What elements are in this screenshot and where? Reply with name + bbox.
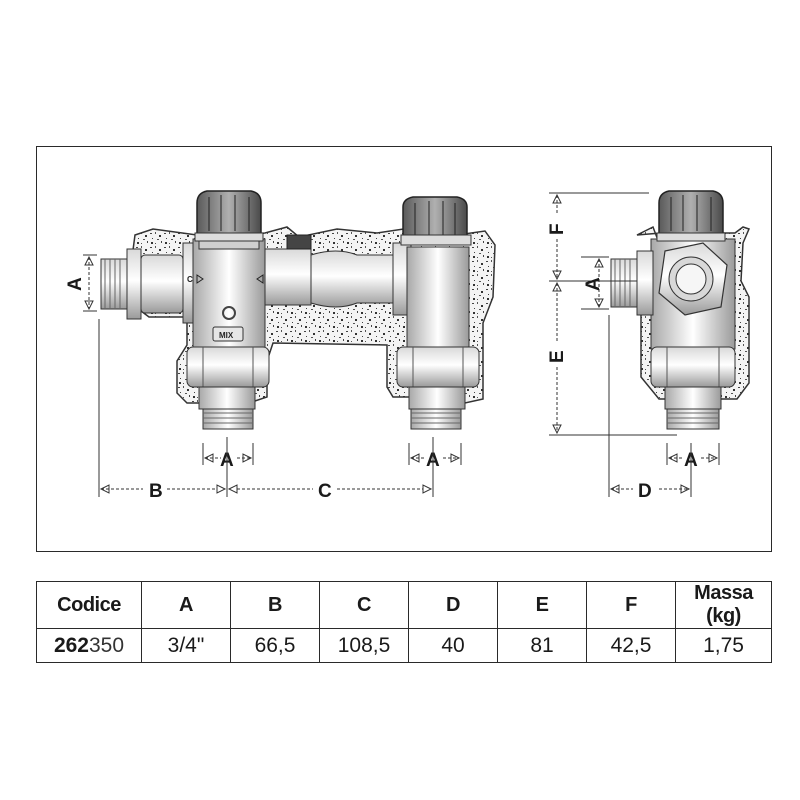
dim-b-c: B C (98, 319, 434, 502)
cell-f: 42,5 (586, 628, 676, 663)
dim-a-bottom-left: A (202, 443, 254, 471)
code-prefix: 262 (53, 633, 89, 657)
cell-a: 3/4" (141, 628, 231, 663)
dim-a-left-label: A (65, 277, 86, 291)
drawing-svg: C H MIX (65, 190, 751, 502)
left-valve-knob (196, 190, 262, 236)
mix-mark: MIX (219, 331, 234, 340)
header-c: C (319, 581, 409, 629)
c-mark: C (187, 275, 193, 284)
header-massa: Massa (kg) (675, 581, 772, 629)
dim-c-label: C (318, 481, 332, 502)
header-f: F (586, 581, 676, 629)
spec-table-header-row: Codice A B C D E F Massa (kg) (36, 581, 772, 629)
code-suffix: 350 (89, 633, 125, 657)
side-view: F E A (547, 190, 751, 502)
left-inlet-fitting (100, 242, 198, 324)
header-codice: Codice (36, 581, 142, 629)
dim-a-side: A (581, 256, 609, 310)
dim-a-side-label: A (583, 277, 604, 291)
dim-a-left: A (65, 254, 97, 312)
technical-drawing: C H MIX (36, 146, 772, 552)
dim-d: D (608, 315, 692, 502)
bottom-left-outlet (186, 346, 270, 430)
right-valve-knob (402, 196, 468, 238)
connecting-pipe (264, 234, 412, 316)
mixing-valve-body: C H MIX (187, 190, 273, 350)
brand-logo-icon (222, 306, 236, 320)
dim-f-e: F E (547, 192, 677, 436)
dim-a-side-bottom: A (666, 443, 720, 471)
right-valve-body (400, 196, 472, 358)
bottom-right-outlet (396, 346, 480, 430)
cell-d: 40 (408, 628, 498, 663)
header-b: B (230, 581, 320, 629)
spec-table: Codice A B C D E F Massa (kg) 262350 3/4… (36, 581, 772, 663)
table-row: 262350 3/4" 66,5 108,5 40 81 42,5 1,75 (36, 628, 772, 663)
header-a: A (141, 581, 231, 629)
header-d: D (408, 581, 498, 629)
cell-c: 108,5 (319, 628, 409, 663)
front-view: C H MIX (65, 190, 496, 502)
dim-a-bottom-right: A (408, 443, 462, 471)
dim-e-label: E (547, 350, 568, 363)
cell-b: 66,5 (230, 628, 320, 663)
header-e: E (497, 581, 587, 629)
side-valve-knob (658, 190, 724, 236)
dim-f-label: F (547, 223, 568, 235)
cell-e: 81 (497, 628, 587, 663)
dim-b-label: B (149, 481, 163, 502)
cell-massa: 1,75 (675, 628, 772, 663)
cell-codice: 262350 (36, 628, 142, 663)
dim-d-label: D (638, 481, 652, 502)
